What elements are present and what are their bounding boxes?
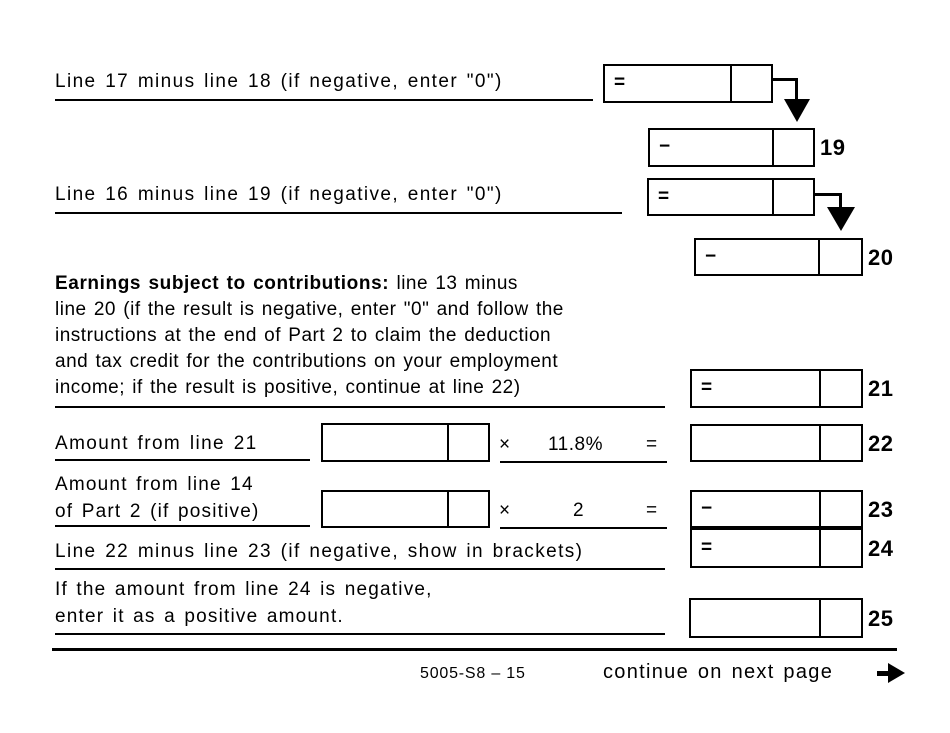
factor-value: 2 — [573, 500, 585, 521]
cents-divider — [817, 240, 820, 274]
label-line24-negative-note: If the amount from line 24 is negative, … — [55, 576, 665, 635]
amount-box-line25[interactable] — [689, 598, 863, 638]
amount-box-line22[interactable] — [690, 424, 863, 462]
cents-divider — [818, 492, 821, 526]
label-line-2: enter it as a positive amount. — [55, 606, 344, 627]
cents-divider — [771, 180, 774, 214]
amount-box-line17-result[interactable]: = — [603, 64, 773, 103]
arrow-bar — [877, 671, 890, 676]
cents-divider — [446, 425, 449, 460]
cents-divider — [771, 130, 774, 165]
multiply-sign: × — [499, 434, 511, 455]
cents-divider — [446, 492, 449, 526]
paragraph-line-1: Earnings subject to contributions: line … — [55, 273, 518, 294]
line-number-21: 21 — [868, 376, 894, 401]
flow-connector-line — [815, 193, 842, 196]
cents-divider — [818, 371, 821, 406]
amount-box-line14-copy[interactable] — [321, 490, 490, 528]
label-line22-minus-line23: Line 22 minus line 23 (if negative, show… — [55, 541, 665, 570]
calc-underline — [500, 527, 667, 529]
minus-sign: − — [701, 498, 713, 519]
amount-box-line19[interactable]: − — [648, 128, 815, 167]
paragraph-line-2: line 20 (if the result is negative, ente… — [55, 299, 564, 320]
label-amount-from-line21: Amount from line 21 — [55, 433, 310, 461]
label-line17-minus-line18: Line 17 minus line 18 (if negative, ente… — [55, 71, 593, 101]
line-number-20: 20 — [868, 245, 894, 270]
cents-divider — [818, 426, 821, 460]
arrow-head — [888, 663, 905, 683]
flow-connector-line — [773, 78, 798, 81]
line-number-19: 19 — [820, 135, 846, 160]
equals-sign: = — [646, 500, 658, 521]
cents-divider — [818, 530, 821, 566]
line-number-23: 23 — [868, 497, 894, 522]
label-line-1: Amount from line 14 — [55, 474, 254, 495]
multiply-sign: × — [499, 500, 511, 521]
arrow-down-icon — [784, 99, 810, 122]
equals-sign: = — [614, 72, 626, 93]
minus-sign: − — [659, 136, 671, 157]
minus-sign: − — [705, 246, 717, 267]
calc-underline — [500, 461, 667, 463]
amount-box-line21[interactable]: = — [690, 369, 863, 408]
flow-connector-line — [839, 193, 842, 209]
equals-sign: = — [646, 434, 658, 455]
form-code: 5005-S8 – 15 — [420, 665, 526, 682]
cents-divider — [818, 600, 821, 636]
cents-divider — [729, 66, 732, 101]
paragraph-line-5: income; if the result is positive, conti… — [55, 377, 521, 398]
flow-connector-line — [795, 78, 798, 101]
label-line-1: If the amount from line 24 is negative, — [55, 579, 433, 600]
line-number-22: 22 — [868, 431, 894, 456]
equals-sign: = — [701, 377, 713, 398]
earnings-paragraph: Earnings subject to contributions: line … — [55, 271, 665, 408]
equals-sign: = — [701, 537, 713, 558]
arrow-down-icon — [827, 207, 855, 231]
rate-value: 11.8% — [548, 434, 603, 455]
label-line-2: of Part 2 (if positive) — [55, 501, 260, 522]
amount-box-line16-result[interactable]: = — [647, 178, 815, 216]
equals-sign: = — [658, 186, 670, 207]
label-amount-from-line14: Amount from line 14 of Part 2 (if positi… — [55, 471, 310, 527]
line-number-24: 24 — [868, 536, 894, 561]
footer-rule — [52, 648, 897, 651]
amount-box-line23[interactable]: − — [690, 490, 863, 528]
amount-box-line24[interactable]: = — [690, 528, 863, 568]
paragraph-line-4: and tax credit for the contributions on … — [55, 351, 559, 372]
paragraph-line-3: instructions at the end of Part 2 to cla… — [55, 325, 552, 346]
amount-box-line21-copy[interactable] — [321, 423, 490, 462]
label-line16-minus-line19: Line 16 minus line 19 (if negative, ente… — [55, 184, 622, 214]
paragraph-bold-lead: Earnings subject to contributions: — [55, 273, 390, 294]
amount-box-line20[interactable]: − — [694, 238, 863, 276]
line-number-25: 25 — [868, 606, 894, 631]
continue-arrow-icon — [877, 663, 907, 683]
continue-note: continue on next page — [603, 661, 834, 683]
